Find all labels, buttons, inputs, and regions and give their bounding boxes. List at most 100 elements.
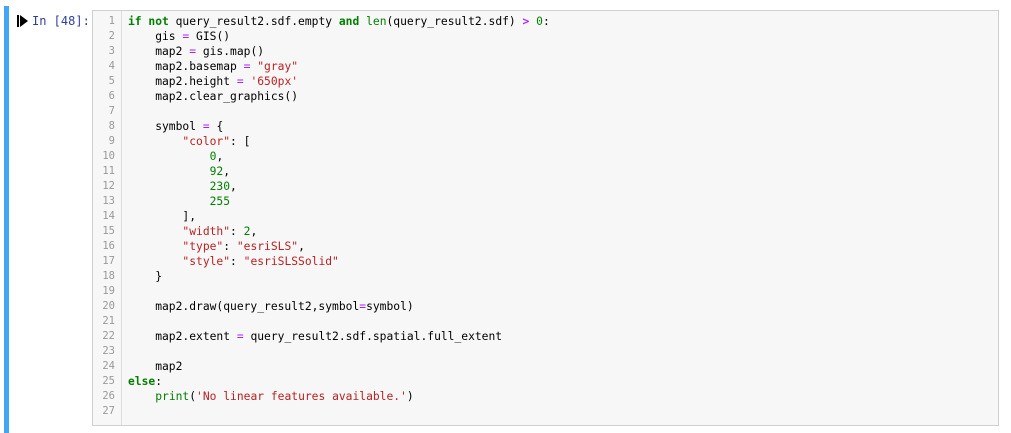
line-number: 21 xyxy=(102,315,115,327)
code-token xyxy=(128,165,210,178)
code-line[interactable]: "type": "esriSLS", xyxy=(128,239,550,254)
code-token: map2.basemap xyxy=(128,60,244,73)
code-line[interactable]: "style": "esriSLSSolid" xyxy=(128,254,550,269)
code-line[interactable]: map2.draw(query_result2,symbol=symbol) xyxy=(128,299,550,314)
code-line[interactable]: "width": 2, xyxy=(128,224,550,239)
line-number: 26 xyxy=(102,390,115,402)
code-token: } xyxy=(128,270,163,283)
line-number: 1 xyxy=(108,15,115,27)
line-number: 5 xyxy=(108,75,115,87)
code-token xyxy=(128,225,182,238)
code-token: "esriSLS" xyxy=(236,240,299,253)
code-token: > xyxy=(522,15,530,28)
code-line[interactable]: 255 xyxy=(128,194,550,209)
code-line[interactable]: 230, xyxy=(128,179,550,194)
code-token: { xyxy=(209,120,224,133)
code-token: ( xyxy=(189,390,197,403)
line-number: 10 xyxy=(102,150,115,162)
code-line[interactable] xyxy=(128,284,550,299)
code-token: , xyxy=(250,225,258,238)
code-line[interactable]: map2.clear_graphics() xyxy=(128,89,550,104)
line-number: 18 xyxy=(102,270,115,282)
cell-selection-bar xyxy=(4,6,9,433)
code-line[interactable]: else: xyxy=(128,374,550,389)
code-token: 92 xyxy=(209,165,224,178)
code-token: "esriSLSSolid" xyxy=(243,255,339,268)
code-line[interactable]: 92, xyxy=(128,164,550,179)
code-token: 2 xyxy=(243,225,251,238)
line-number: 7 xyxy=(108,105,115,117)
code-token: map2.extent xyxy=(128,330,237,343)
code-line[interactable]: "color": [ xyxy=(128,134,550,149)
code-line[interactable]: 0, xyxy=(128,149,550,164)
line-number: 3 xyxy=(108,45,115,57)
code-token: : xyxy=(155,375,163,388)
code-token: 0 xyxy=(536,15,543,28)
line-number: 6 xyxy=(108,90,115,102)
code-token: , xyxy=(298,240,305,253)
code-token: gis.map() xyxy=(196,45,265,58)
code-token: not xyxy=(148,15,169,28)
code-token: symbol) xyxy=(366,300,414,313)
line-number: 13 xyxy=(102,195,115,207)
code-token: : xyxy=(542,15,550,28)
line-number: 16 xyxy=(102,240,115,252)
code-token: 255 xyxy=(209,195,231,208)
code-line[interactable] xyxy=(128,104,550,119)
line-number: 12 xyxy=(102,180,115,192)
code-token: : [ xyxy=(230,135,251,148)
line-number: 23 xyxy=(102,345,115,357)
code-line[interactable]: gis = GIS() xyxy=(128,29,550,44)
code-line[interactable] xyxy=(128,344,550,359)
code-line[interactable]: map2.basemap = "gray" xyxy=(128,59,550,74)
code-token: "width" xyxy=(182,225,231,238)
code-line[interactable]: ], xyxy=(128,209,550,224)
run-step-icon[interactable] xyxy=(17,14,29,28)
code-line[interactable]: if not query_result2.sdf.empty and len(q… xyxy=(128,14,550,29)
line-number: 8 xyxy=(108,120,115,132)
code-area[interactable]: if not query_result2.sdf.empty and len(q… xyxy=(128,14,550,419)
code-token: map2.height xyxy=(128,75,237,88)
code-token xyxy=(128,390,155,403)
line-number: 17 xyxy=(102,255,115,267)
line-number: 15 xyxy=(102,225,115,237)
line-number: 19 xyxy=(102,285,115,297)
code-line[interactable]: map2 = gis.map() xyxy=(128,44,550,59)
input-prompt: In [48]: xyxy=(32,14,90,28)
code-token: = xyxy=(236,75,244,88)
code-token: gis xyxy=(128,30,183,43)
code-line[interactable]: map2 xyxy=(128,359,550,374)
code-line[interactable]: map2.height = '650px' xyxy=(128,74,550,89)
code-token: "type" xyxy=(182,240,224,253)
code-token: 230 xyxy=(209,180,231,193)
code-token: , xyxy=(223,165,231,178)
code-line[interactable] xyxy=(128,314,550,329)
code-line[interactable]: } xyxy=(128,269,550,284)
code-token: = xyxy=(236,330,244,343)
code-line[interactable] xyxy=(128,404,550,419)
code-token: : xyxy=(230,255,244,268)
code-token: (query_result2.sdf) xyxy=(386,15,523,28)
code-token: else xyxy=(128,375,156,388)
code-line[interactable]: symbol = { xyxy=(128,119,550,134)
code-token: , xyxy=(230,180,237,193)
code-token: ) xyxy=(406,390,414,403)
code-token xyxy=(128,240,182,253)
line-number: 22 xyxy=(102,330,115,342)
line-number: 27 xyxy=(102,405,115,417)
code-token: map2.clear_graphics() xyxy=(128,90,299,103)
code-token: len xyxy=(366,15,387,28)
code-token: "gray" xyxy=(257,60,299,73)
code-token: query_result2.sdf.spatial.full_extent xyxy=(243,330,503,343)
code-token: = xyxy=(202,120,210,133)
code-token: and xyxy=(338,15,360,28)
code-token xyxy=(128,150,210,163)
code-line[interactable]: map2.extent = query_result2.sdf.spatial.… xyxy=(128,329,550,344)
code-token xyxy=(128,195,210,208)
code-token: = xyxy=(182,30,190,43)
code-line[interactable]: print('No linear features available.') xyxy=(128,389,550,404)
code-token: GIS() xyxy=(189,30,231,43)
